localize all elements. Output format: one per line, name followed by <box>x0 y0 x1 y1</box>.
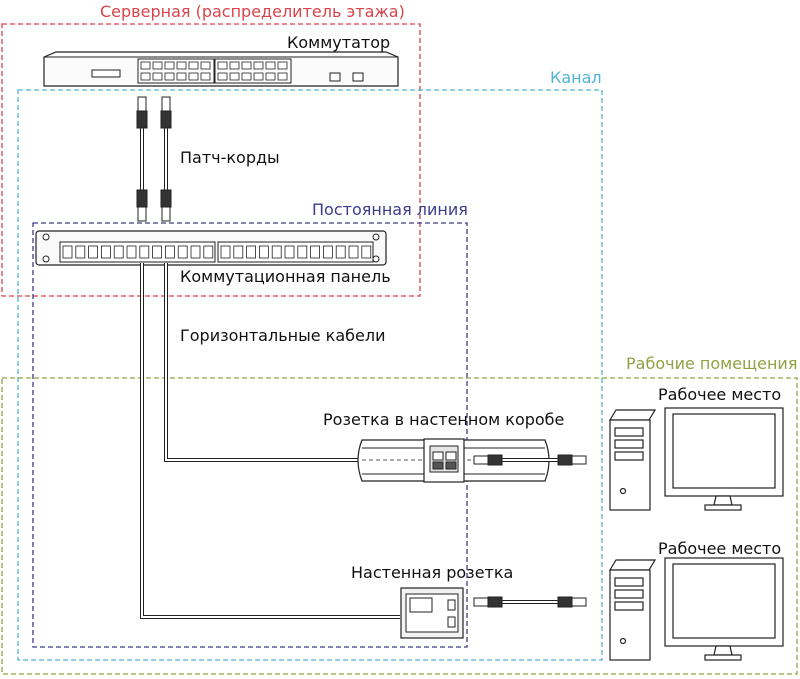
raceway-outlet-label: Розетка в настенном коробе <box>323 410 565 429</box>
work-area-label: Рабочие помещения <box>626 354 798 373</box>
switch-port <box>140 72 151 81</box>
switch-port <box>229 72 240 81</box>
switch-port <box>277 61 288 70</box>
panel-port <box>220 245 231 259</box>
switch-port <box>229 61 240 70</box>
switch-port <box>200 72 211 81</box>
panel-port <box>310 245 321 259</box>
switch-port <box>265 61 276 70</box>
workstation-1-label: Рабочее место <box>658 385 782 404</box>
panel-port <box>164 245 175 259</box>
permanent-link-label: Постоянная линия <box>312 200 468 219</box>
switch-port <box>277 72 288 81</box>
panel-port <box>284 245 295 259</box>
panel-port <box>62 245 73 259</box>
channel-label: Канал <box>550 68 602 87</box>
panel-port <box>203 245 214 259</box>
switch-port <box>265 72 276 81</box>
patch-cords-label: Патч-корды <box>180 148 280 167</box>
workstation-2-computer <box>608 557 784 661</box>
wall-outlet-device <box>400 587 464 639</box>
switch-port <box>152 72 163 81</box>
raceway-outlet-device <box>357 438 550 483</box>
switch-port <box>176 61 187 70</box>
switch-port <box>152 61 163 70</box>
server-room-label: Серверная (распределитель этажа) <box>100 2 405 21</box>
switch-port <box>188 61 199 70</box>
panel-port <box>75 245 86 259</box>
switch-port <box>176 72 187 81</box>
switch-port <box>164 61 175 70</box>
panel-port <box>177 245 188 259</box>
panel-port <box>361 245 372 259</box>
workstation-1-computer <box>608 407 784 511</box>
switch-port <box>188 72 199 81</box>
switch-port <box>164 72 175 81</box>
panel-port <box>322 245 333 259</box>
patch-cords <box>136 96 172 222</box>
server-room-boundary <box>1 23 421 297</box>
panel-port <box>88 245 98 259</box>
switch-label: Коммутатор <box>287 33 391 52</box>
panel-port <box>190 245 201 259</box>
panel-port <box>233 245 244 259</box>
workstation-patch-cords <box>473 454 587 608</box>
wall-outlet-label: Настенная розетка <box>351 563 514 582</box>
panel-port <box>271 245 282 259</box>
switch-device <box>43 51 399 87</box>
patch-panel-label: Коммутационная панель <box>180 267 391 286</box>
panel-port <box>297 245 308 259</box>
switch-port <box>217 61 228 70</box>
switch-port <box>253 61 264 70</box>
panel-port <box>335 245 346 259</box>
permanent-link-boundary <box>32 222 468 648</box>
switch-port <box>241 72 252 81</box>
horizontal-cables-label: Горизонтальные кабели <box>180 326 386 345</box>
patch-panel-device <box>35 230 387 266</box>
workstation-2-label: Рабочее место <box>658 539 782 558</box>
switch-port <box>241 61 252 70</box>
panel-port <box>101 245 111 259</box>
work-area-boundary <box>1 377 798 675</box>
panel-port <box>348 245 359 259</box>
panel-port <box>152 245 163 259</box>
switch-port <box>140 61 151 70</box>
panel-port <box>126 245 137 259</box>
panel-port <box>246 245 257 259</box>
panel-port <box>139 245 150 259</box>
switch-port <box>217 72 228 81</box>
switch-port <box>253 72 264 81</box>
panel-port <box>113 245 124 259</box>
horizontal-cables <box>140 263 400 619</box>
switch-port <box>200 61 211 70</box>
channel-boundary <box>17 89 603 661</box>
panel-port <box>258 245 269 259</box>
